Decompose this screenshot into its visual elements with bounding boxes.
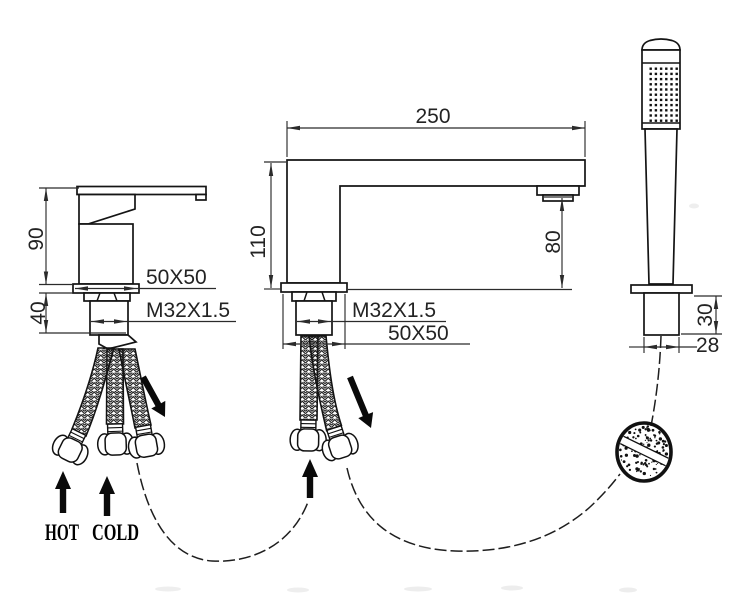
spout-flow-arrow xyxy=(347,375,374,428)
mixer-lever-base xyxy=(78,193,136,225)
hot-label: HOT xyxy=(45,520,79,545)
hot-arrow xyxy=(55,471,71,513)
spray-face-dots xyxy=(649,67,678,122)
shower-dimensions: 30 28 xyxy=(629,295,722,357)
hose-connector-spout-2 xyxy=(316,421,362,464)
mixer-hex-nut xyxy=(83,292,131,302)
dim-mixer-below: 40 xyxy=(27,301,50,324)
mixer-hose-stub xyxy=(98,334,138,350)
dim-spout-height: 110 xyxy=(247,225,270,258)
mixer-flow-arrow xyxy=(140,375,166,417)
mixer-dimensions: 90 40 50X50 M32X1.5 xyxy=(25,187,236,334)
spout-dimensions: 250 110 80 M32X1.5 50X50 xyxy=(247,105,586,349)
dim-mixer-thread: M32X1.5 xyxy=(146,299,230,322)
spout-nozzle xyxy=(536,185,580,196)
shower-handle xyxy=(644,128,678,285)
shower-flange xyxy=(630,284,693,294)
dim-spout-base: 50X50 xyxy=(388,322,449,345)
spout-flange xyxy=(280,282,348,293)
cold-arrow xyxy=(99,476,115,516)
dim-mixer-base: 50X50 xyxy=(146,266,207,289)
hose-connector-out xyxy=(124,422,167,461)
hose-curve-spout-to-ball xyxy=(346,467,621,552)
dim-spout-reach: 250 xyxy=(415,105,450,128)
hose-routing xyxy=(136,335,662,562)
spout-inlet-arrow xyxy=(302,459,318,498)
hose-curve-mixer-to-spout xyxy=(136,462,309,562)
dim-shower-tail-width: 28 xyxy=(696,334,719,357)
mixer-lever-end xyxy=(195,193,207,201)
handshower-assembly xyxy=(630,38,693,336)
spout-hex-nut xyxy=(291,291,337,302)
spout-nozzle-lip xyxy=(542,194,574,202)
spout-body xyxy=(286,159,586,284)
shower-tail xyxy=(643,292,680,336)
shower-hose-weight-ball xyxy=(615,421,673,483)
hose-connector-spout xyxy=(289,418,328,453)
cold-label: COLD xyxy=(92,520,139,545)
dim-spout-clearance: 80 xyxy=(542,230,565,253)
dim-mixer-height: 90 xyxy=(25,227,48,250)
mixer-lever xyxy=(76,185,207,196)
shower-head-top xyxy=(641,38,681,51)
mixer-thread xyxy=(89,300,129,336)
ball-outline xyxy=(615,421,673,483)
braided-hose-cold xyxy=(105,348,125,425)
dim-shower-tail-height: 30 xyxy=(694,303,717,326)
scan-artifacts xyxy=(155,203,699,593)
hose-curve-shower-to-ball xyxy=(650,335,662,427)
mixer-assembly xyxy=(48,185,207,469)
spout-thread xyxy=(295,300,333,336)
mixer-body xyxy=(78,223,134,285)
ball-hose-band xyxy=(619,430,669,472)
dim-spout-thread: M32X1.5 xyxy=(352,299,436,322)
spout-assembly xyxy=(280,159,586,464)
flow-arrows: HOT COLD xyxy=(45,375,374,545)
